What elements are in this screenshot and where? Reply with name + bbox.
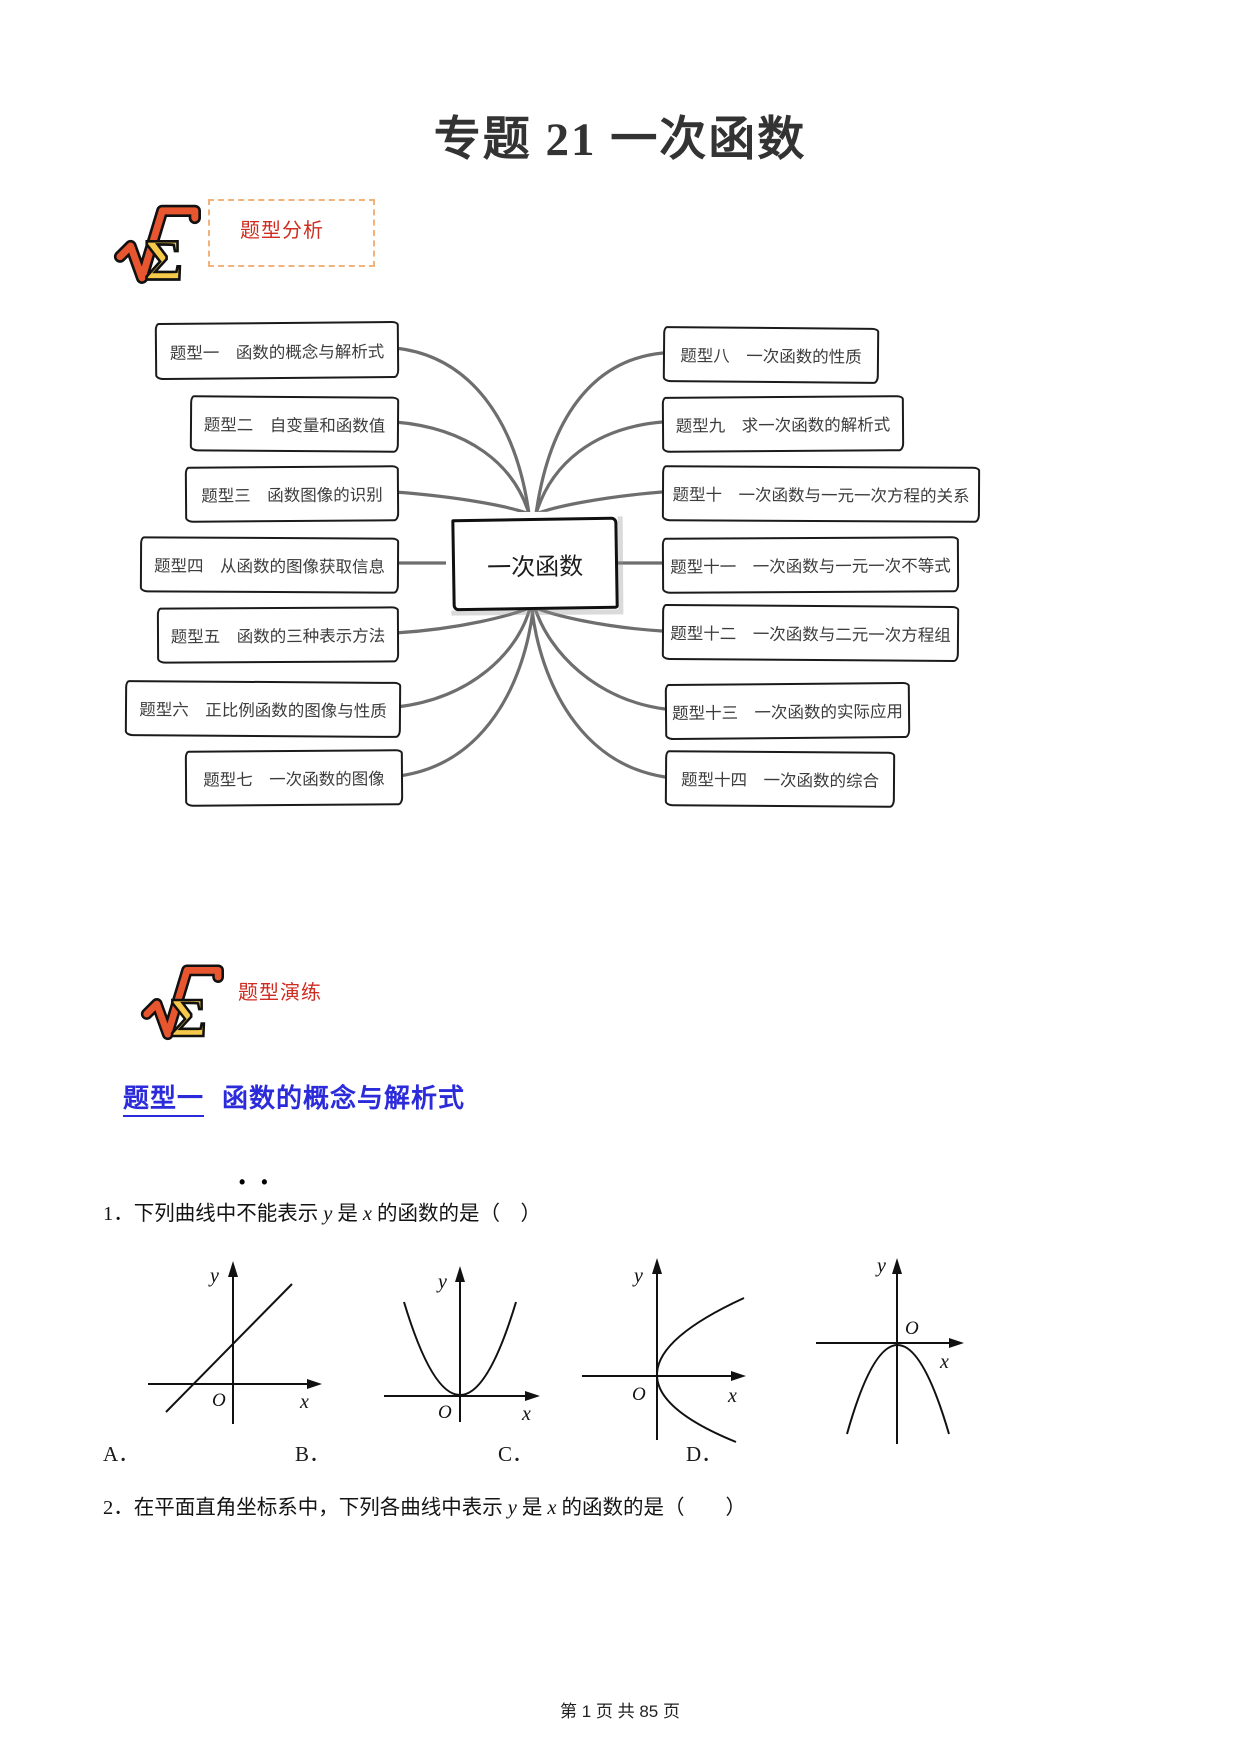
mindmap-center-node: 一次函数: [445, 511, 619, 612]
option-b-graph: y x O: [384, 1266, 540, 1425]
origin-label: O: [212, 1390, 226, 1411]
mindmap-node-type6: 题型六 正比例函数的图像与性质: [124, 680, 402, 738]
y-axis-label: y: [875, 1256, 886, 1277]
x-axis-label: x: [521, 1403, 531, 1425]
mindmap-node-type3: 题型三 函数图像的识别: [184, 465, 400, 523]
mindmap-node-type13: 题型十三 一次函数的实际应用: [664, 681, 911, 741]
option-d-graph: y O x: [816, 1256, 964, 1444]
origin-label: O: [632, 1384, 646, 1405]
mindmap-node-label: 题型十二 一次函数与二元一次方程组: [670, 625, 951, 645]
mindmap-node-label: 题型十 一次函数与一元一次方程的关系: [672, 486, 970, 506]
mindmap-node-type10: 题型十 一次函数与一元一次方程的关系: [661, 465, 981, 523]
option-d-label: D．: [686, 1442, 723, 1466]
option-c-label: C．: [498, 1442, 534, 1466]
mindmap-node-label: 题型四 从函数的图像获取信息: [153, 557, 386, 577]
analysis-label-box: 题型分析: [208, 199, 375, 267]
question-text: 1．下列曲线中不能表示: [103, 1203, 319, 1225]
mindmap-center-label: 一次函数: [451, 516, 619, 612]
option-b-label: B．: [295, 1442, 331, 1466]
mindmap-node-type9: 题型九 求一次函数的解析式: [661, 395, 905, 453]
y-axis-label: y: [436, 1271, 447, 1293]
page-number: 第 1 页 共 85 页: [560, 1702, 680, 1721]
option-a-label: A．: [103, 1442, 140, 1466]
mindmap-node-label: 题型十三 一次函数的实际应用: [671, 702, 904, 724]
practice-label: 题型演练: [238, 982, 322, 1004]
mindmap-node-label: 题型三 函数图像的识别: [201, 486, 383, 506]
mindmap-node-label: 题型六 正比例函数的图像与性质: [139, 701, 387, 721]
question-text: 是: [521, 1497, 543, 1519]
y-axis-label: y: [208, 1265, 219, 1287]
x-axis-label: x: [299, 1391, 309, 1413]
question-text: 的函数的是（ ）: [376, 1203, 541, 1225]
page-title: 专题 21 一次函数: [433, 114, 807, 166]
var-y: y: [323, 1203, 333, 1225]
mindmap-node-type2: 题型二 自变量和函数值: [189, 395, 400, 453]
var-y: y: [507, 1497, 517, 1519]
mindmap-node-type11: 题型十一 一次函数与一元一次不等式: [661, 536, 960, 594]
sigma-glyph: Σ: [170, 987, 206, 1042]
mindmap-node-label: 题型十一 一次函数与一元一次不等式: [670, 557, 951, 577]
mindmap-node-label: 题型七 一次函数的图像: [203, 770, 385, 790]
mindmap-node-type14: 题型十四 一次函数的综合: [664, 750, 896, 808]
mindmap-node-label: 题型二 自变量和函数值: [203, 416, 386, 436]
origin-label: O: [438, 1402, 452, 1423]
section-heading-type1: 题型一函数的概念与解析式: [123, 1078, 466, 1117]
sqrt-sigma-icon: Σ: [140, 964, 224, 1042]
mindmap-node-label: 题型九 求一次函数的解析式: [675, 416, 891, 436]
emphasis-dots: ••: [239, 1172, 284, 1192]
mindmap-node-type4: 题型四 从函数的图像获取信息: [139, 536, 400, 594]
option-a-graph: y x O: [148, 1261, 322, 1424]
x-axis-label: x: [727, 1385, 737, 1407]
mindmap-node-type1: 题型一 函数的概念与解析式: [154, 320, 400, 381]
question-text: 是: [337, 1203, 358, 1225]
mindmap-node-type8: 题型八 一次函数的性质: [662, 326, 880, 384]
mindmap-node-label: 题型五 函数的三种表示方法: [170, 627, 386, 647]
sigma-glyph: Σ: [145, 228, 183, 286]
question-text: 2．在平面直角坐标系中，下列各曲线中表示: [103, 1497, 503, 1519]
y-axis-label: y: [632, 1265, 643, 1287]
mindmap-node-label: 题型十四 一次函数的综合: [680, 771, 880, 791]
mindmap-node-label: 题型八 一次函数的性质: [680, 347, 862, 367]
heading-number: 题型一: [123, 1083, 205, 1117]
option-c-graph: y x O: [582, 1258, 746, 1443]
var-x: x: [547, 1497, 557, 1519]
mindmap-node-label: 题型一 函数的概念与解析式: [169, 342, 385, 363]
question-text: 的函数的是（ ）: [561, 1497, 746, 1519]
analysis-label: 题型分析: [240, 220, 324, 242]
mindmap-node-type7: 题型七 一次函数的图像: [184, 749, 404, 807]
origin-label: O: [905, 1318, 919, 1339]
mindmap-node-type12: 题型十二 一次函数与二元一次方程组: [661, 603, 960, 663]
x-axis-label: x: [939, 1351, 949, 1373]
var-x: x: [362, 1203, 372, 1225]
mindmap-node-type5: 题型五 函数的三种表示方法: [156, 606, 400, 664]
heading-title: 函数的概念与解析式: [222, 1083, 466, 1113]
sqrt-sigma-icon: Σ: [113, 204, 201, 286]
